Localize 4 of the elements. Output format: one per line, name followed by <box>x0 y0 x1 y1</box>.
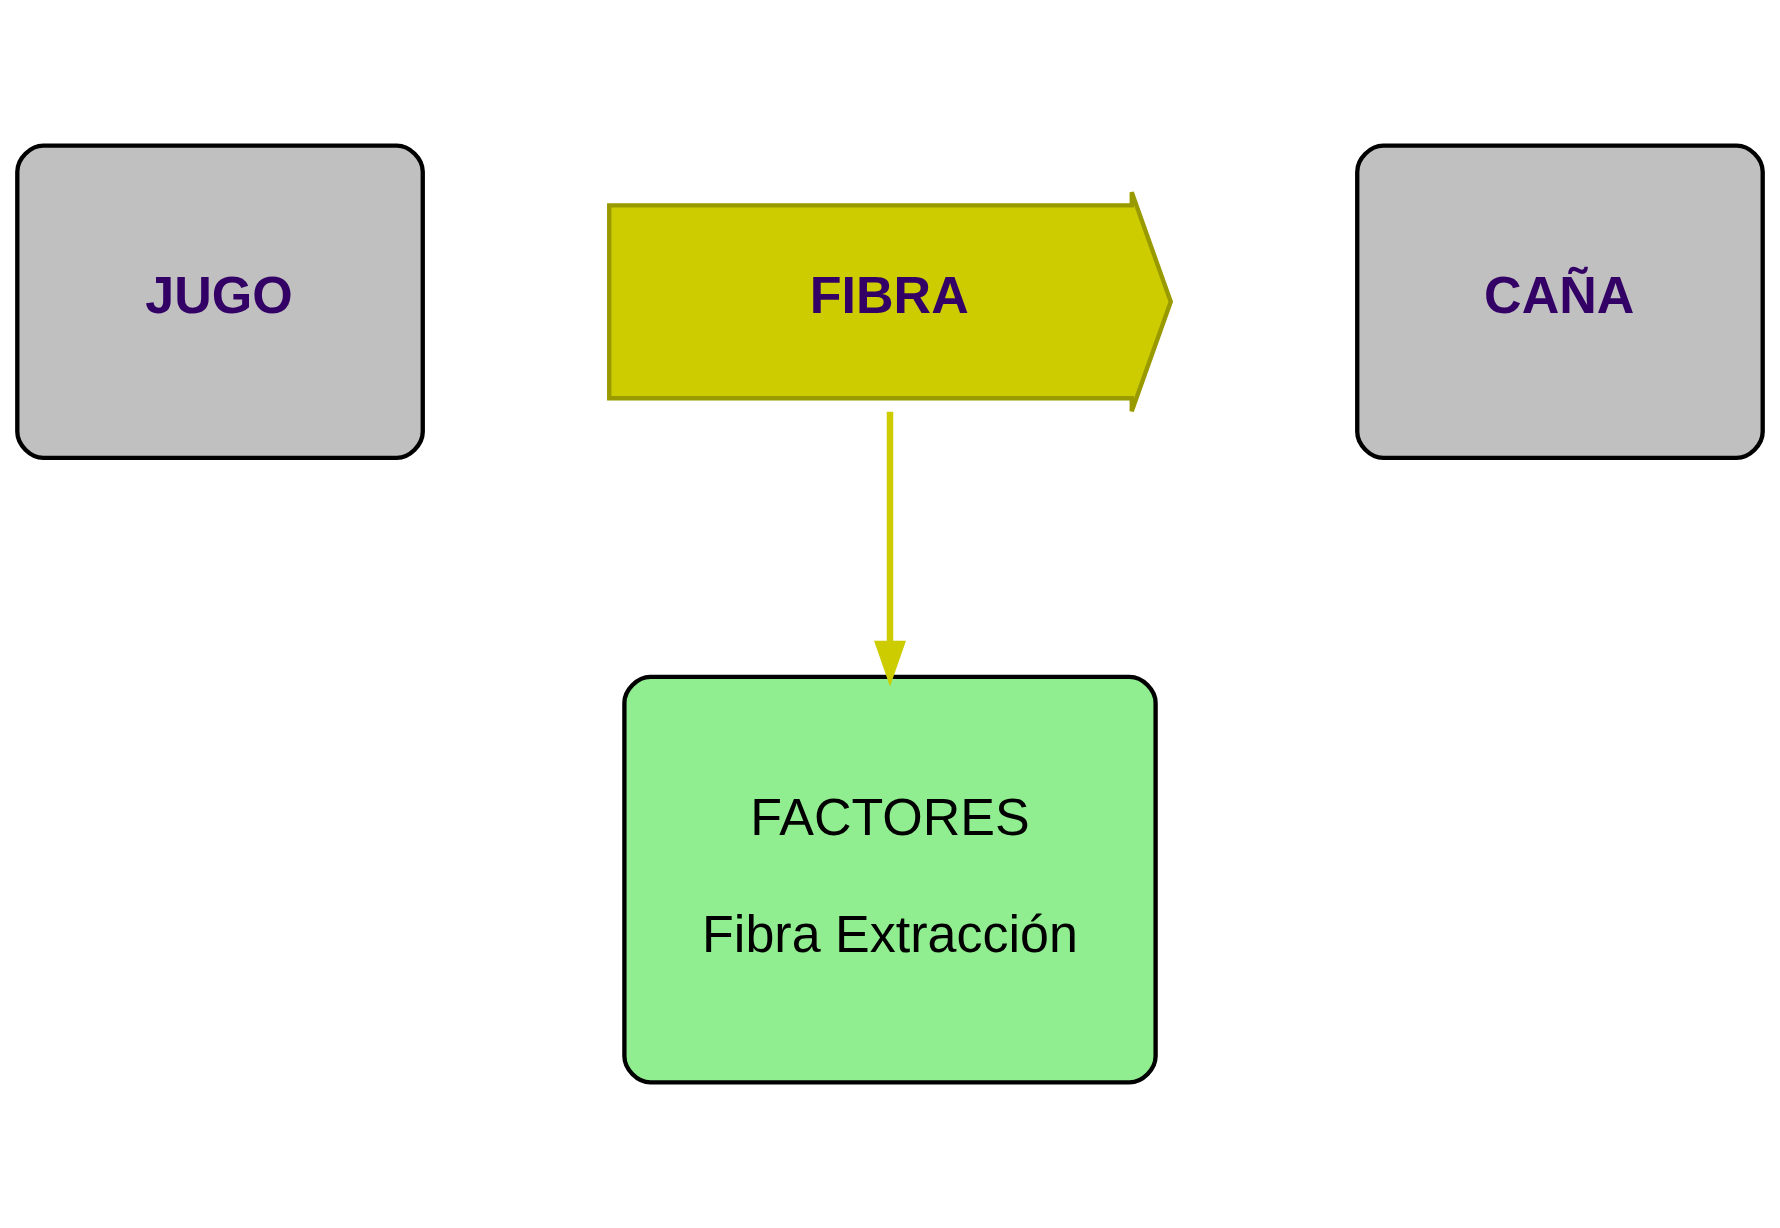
node-box: CAÑA <box>1355 143 1765 461</box>
arrow <box>874 411 906 687</box>
node-box: JUGO <box>15 143 425 461</box>
node-box: FACTORES Fibra Extracción <box>622 674 1158 1085</box>
